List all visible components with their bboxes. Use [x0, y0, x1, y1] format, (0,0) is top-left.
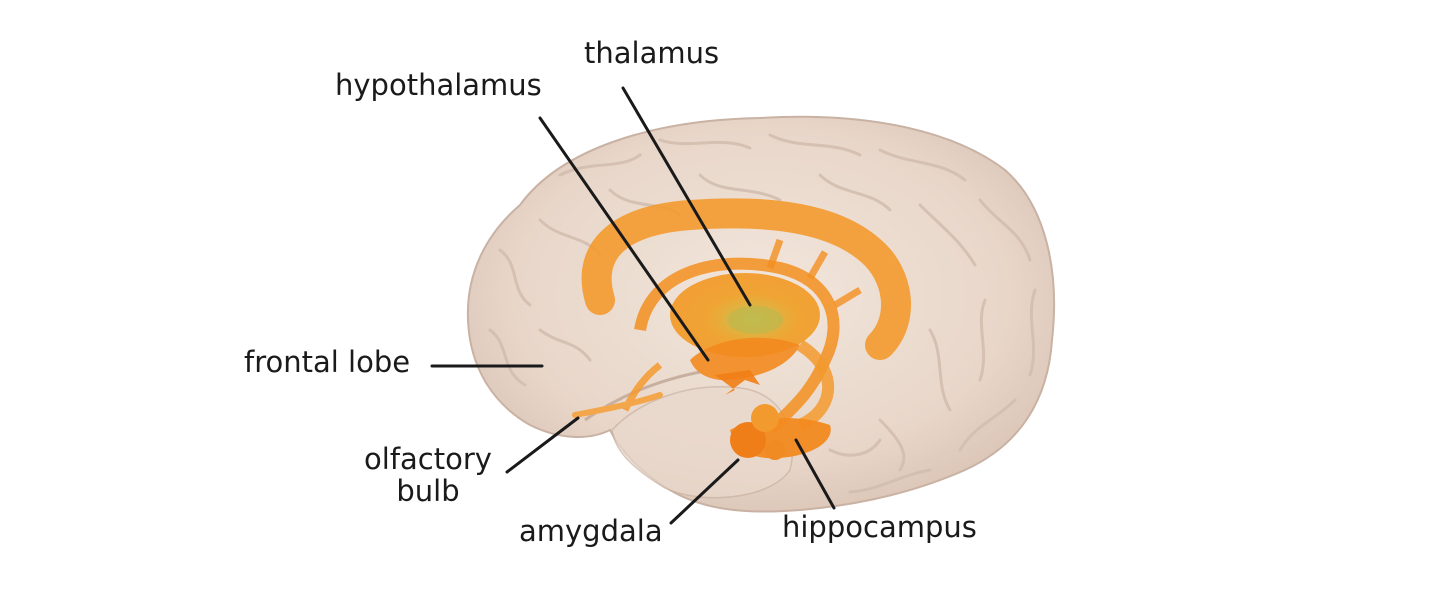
olfactory-bulb-structure — [572, 392, 663, 418]
amygdala-structure — [730, 422, 766, 458]
gyri-texture — [488, 133, 1037, 494]
label-thalamus: thalamus — [584, 36, 720, 70]
hypothalamus-structure — [690, 337, 800, 380]
label-frontal-lobe: frontal lobe — [244, 345, 411, 379]
leader-amygdala — [669, 458, 740, 525]
label-hippocampus: hippocampus — [782, 510, 977, 544]
label-olfactory-bulb: olfactory bulb — [360, 442, 496, 508]
fornix — [634, 257, 840, 435]
leader-thalamus — [621, 86, 752, 307]
fornix-connectors — [766, 238, 862, 309]
leader-lines — [430, 86, 836, 525]
label-olfactory-line1: olfactory — [364, 442, 492, 476]
leader-olfactory-bulb — [505, 416, 580, 474]
leader-hippocampus — [794, 438, 836, 510]
label-amygdala: amygdala — [519, 514, 663, 548]
leader-hypothalamus — [538, 116, 710, 362]
label-olfactory-line2: bulb — [396, 473, 460, 508]
label-hypothalamus: hypothalamus — [335, 68, 542, 102]
temporal-lobe — [611, 386, 794, 499]
cingulate-gyrus — [581, 198, 911, 360]
